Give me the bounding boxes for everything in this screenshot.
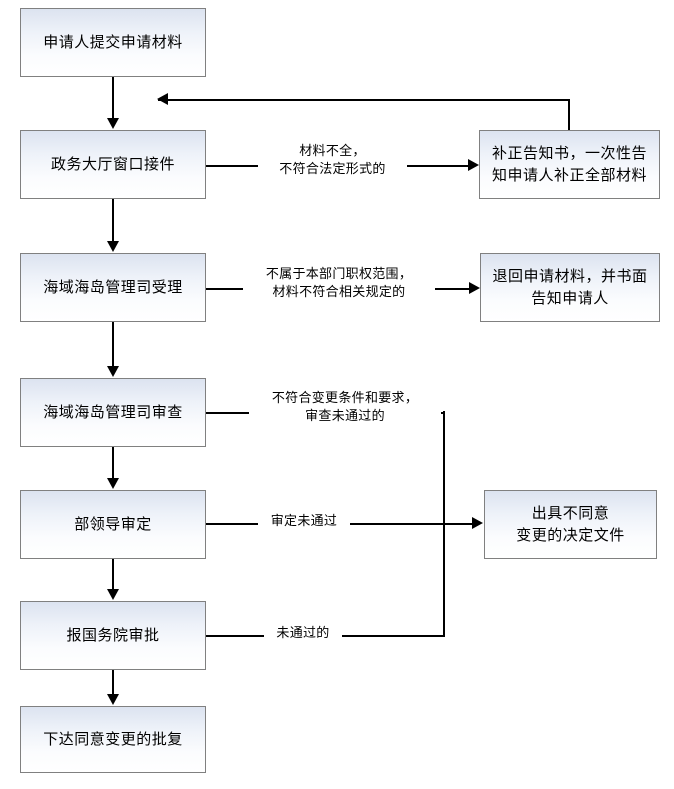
node-issue-approval-reply[interactable]: 下达同意变更的批复: [20, 706, 206, 773]
connector-n2-n3: [112, 199, 114, 242]
edge-label-out-of-scope: 不属于本部门职权范围， 材料不符合相关规定的: [243, 266, 435, 303]
node-label: 申请人提交申请材料: [43, 32, 183, 51]
connector-n4-n5: [112, 447, 114, 479]
arrowhead-n1-n2: [107, 118, 119, 129]
arrowhead-n3-n4: [107, 366, 119, 377]
node-applicant-submit[interactable]: 申请人提交申请材料: [20, 8, 206, 77]
connector-n1-n2: [112, 77, 114, 119]
node-state-council-approval[interactable]: 报国务院审批: [20, 601, 206, 670]
node-rejection-document[interactable]: 出具不同意 变更的决定文件: [484, 490, 657, 559]
node-label: 出具不同意 变更的决定文件: [516, 503, 625, 544]
connector-r1-feedback-left: [158, 99, 570, 101]
arrowhead-n2-r1: [468, 159, 479, 171]
edge-label-review-failed: 不符合变更条件和要求， 审查未通过的: [249, 390, 441, 427]
arrowhead-r1-feedback: [157, 93, 168, 105]
arrowhead-n3-r2: [469, 282, 480, 294]
edge-label-incomplete-materials: 材料不全， 不符合法定形式的: [258, 143, 407, 180]
node-label: 下达同意变更的批复: [43, 729, 183, 748]
node-label: 部领导审定: [74, 514, 152, 533]
arrowhead-n4-n5: [107, 478, 119, 489]
node-correction-notice[interactable]: 补正告知书，一次性告 知申请人补正全部材料: [479, 130, 660, 199]
edge-label-not-passed: 未通过的: [264, 625, 342, 644]
edge-label-approval-failed: 审定未通过: [258, 513, 350, 532]
connector-r1-feedback-up: [568, 99, 570, 131]
node-label: 海域海岛管理司审查: [43, 402, 183, 421]
connector-n6-n7: [112, 670, 114, 695]
node-label: 政务大厅窗口接件: [50, 154, 175, 173]
arrowhead-n5-n6: [107, 589, 119, 600]
node-label: 海域海岛管理司受理: [43, 277, 183, 296]
node-label: 补正告知书，一次性告 知申请人补正全部材料: [491, 143, 647, 184]
arrowhead-n5-r3: [472, 517, 483, 529]
node-department-accept[interactable]: 海域海岛管理司受理: [20, 253, 206, 322]
connector-n3-n4: [112, 322, 114, 367]
node-leadership-approval[interactable]: 部领导审定: [20, 490, 206, 559]
node-service-hall-intake[interactable]: 政务大厅窗口接件: [20, 130, 206, 199]
node-department-review[interactable]: 海域海岛管理司审查: [20, 378, 206, 447]
node-label: 退回申请材料，并书面 告知申请人: [492, 266, 648, 307]
node-return-materials[interactable]: 退回申请材料，并书面 告知申请人: [480, 253, 660, 322]
arrowhead-n2-n3: [107, 241, 119, 252]
connector-n5-n6: [112, 559, 114, 590]
arrowhead-n6-n7: [107, 694, 119, 705]
node-label: 报国务院审批: [66, 625, 160, 644]
